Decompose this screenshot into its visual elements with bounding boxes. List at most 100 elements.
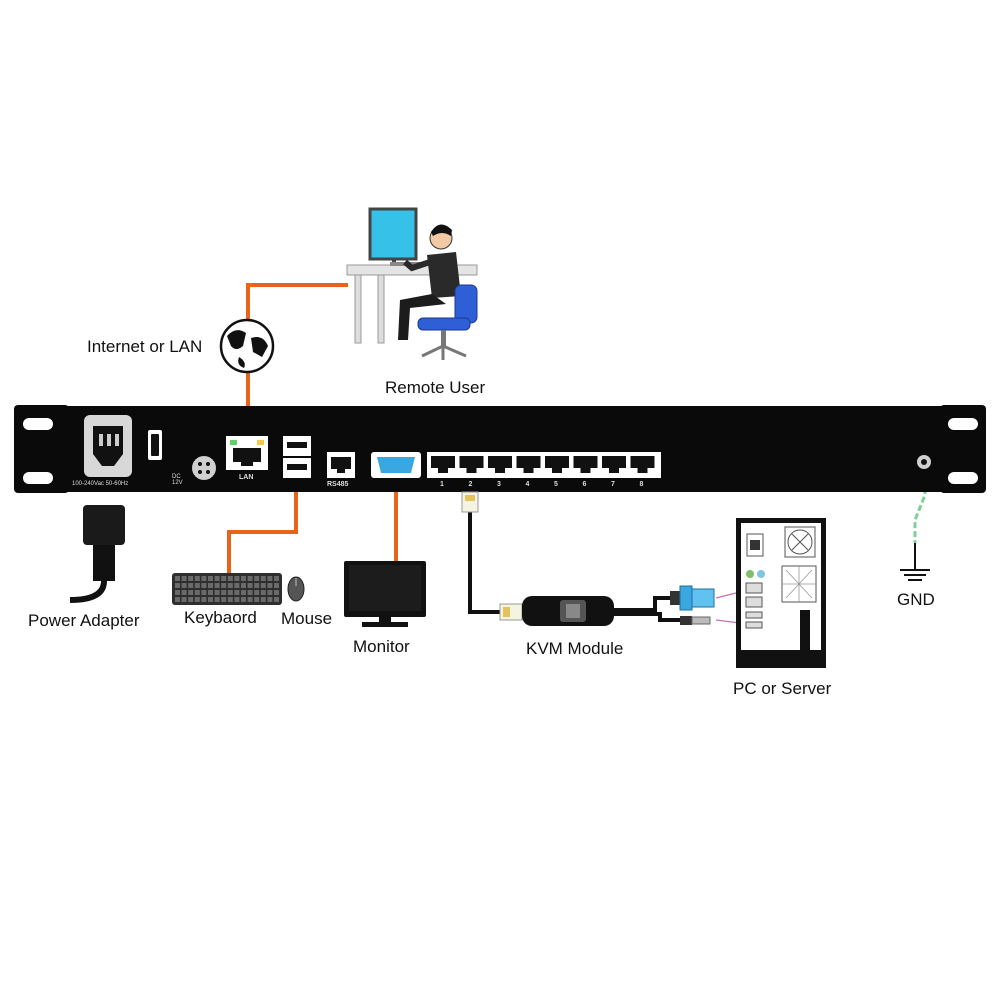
chair-post xyxy=(441,330,446,346)
keyboard-key xyxy=(241,576,246,581)
ac-pin xyxy=(99,434,103,446)
keyboard-key xyxy=(234,576,240,581)
keyboard-key xyxy=(241,597,246,602)
chair-seat xyxy=(417,317,471,331)
keyboard-key xyxy=(241,583,246,588)
keyboard-key xyxy=(227,576,233,581)
mouse-illustration xyxy=(287,576,305,602)
port-number-6: 6 xyxy=(582,481,587,488)
keyboard-key xyxy=(227,583,233,588)
serial-port xyxy=(745,582,763,594)
keyboard-key xyxy=(214,590,220,595)
keyboard-key xyxy=(208,576,213,581)
keyboard-key xyxy=(254,597,260,602)
keyboard-key xyxy=(260,597,266,602)
keyboard-key xyxy=(267,576,273,581)
keyboard-key xyxy=(175,583,180,588)
parallel-port xyxy=(745,596,763,608)
keyboard-key xyxy=(267,590,273,595)
ac-pin xyxy=(107,434,111,446)
keyboard-key xyxy=(247,583,253,588)
keyboard-key xyxy=(214,597,220,602)
dc-label: DC 12V xyxy=(172,474,183,486)
keyboard-key xyxy=(247,590,253,595)
kvm-chassis xyxy=(14,405,986,493)
keyboard-key xyxy=(247,576,253,581)
rj45-ports xyxy=(431,456,655,473)
keyboard-key xyxy=(188,583,194,588)
mouse-label: Mouse xyxy=(281,609,333,628)
rj45-port-4 xyxy=(516,456,541,473)
keyboard-key xyxy=(194,597,200,602)
keyboard-key xyxy=(201,597,207,602)
keyboard-key xyxy=(274,597,279,602)
keyboard-key xyxy=(221,583,227,588)
keyboard-key xyxy=(181,576,187,581)
globe-icon xyxy=(219,318,275,374)
keyboard-key xyxy=(254,590,260,595)
keyboard-key xyxy=(267,583,273,588)
rj45-plug xyxy=(461,491,479,513)
desk-leg xyxy=(377,274,385,344)
port-number-4: 4 xyxy=(525,481,530,488)
chair-base xyxy=(421,344,467,360)
user-hair xyxy=(431,224,452,236)
keyboard-key xyxy=(201,590,207,595)
keyboard-key xyxy=(181,597,187,602)
keyboard-illustration xyxy=(172,573,282,605)
keyboard-key xyxy=(227,597,233,602)
monitor-foot xyxy=(362,622,408,627)
internet-or-lan-label: Internet or LAN xyxy=(87,337,203,356)
rj45-port-7 xyxy=(602,456,626,473)
ac-pin xyxy=(115,434,119,446)
kvm-module xyxy=(522,596,614,626)
vga-connector xyxy=(670,585,715,611)
keyboard-key xyxy=(194,583,200,588)
keyboard-key xyxy=(201,576,207,581)
keyboard-key xyxy=(181,590,187,595)
port-number-5: 5 xyxy=(554,481,558,488)
keyboard-key xyxy=(208,597,213,602)
ps2-port xyxy=(746,570,754,578)
user-torso xyxy=(427,252,461,298)
power-plug-head xyxy=(83,505,125,545)
keyboard-keys xyxy=(175,576,279,602)
monitor-neck xyxy=(379,617,391,623)
expansion-slot xyxy=(800,610,810,656)
lan-port-label: LAN xyxy=(239,474,254,481)
chair-back xyxy=(454,284,478,324)
port-number-1: 1 xyxy=(440,481,444,488)
usb-connector xyxy=(680,616,711,625)
keyboard-key xyxy=(234,590,240,595)
keyboard-key xyxy=(188,576,194,581)
rj45-port-1 xyxy=(431,456,455,473)
port-number-8: 8 xyxy=(639,481,644,488)
rack-hole xyxy=(23,418,53,430)
rj45-port-5 xyxy=(545,456,569,473)
keyboard-key xyxy=(175,597,180,602)
monitor-illustration xyxy=(344,561,426,627)
usb-port-pc xyxy=(745,611,763,619)
ground-icon xyxy=(900,543,930,581)
port-number-7: 7 xyxy=(611,481,615,488)
keyboard-key xyxy=(260,583,266,588)
rack-hole xyxy=(948,418,978,430)
power-rating-label: 100-240Vac 50-60Hz xyxy=(72,481,129,487)
rj45-port-8 xyxy=(630,456,655,473)
chassis-body xyxy=(62,406,944,492)
keyboard-mouse-cable xyxy=(227,487,298,573)
keyboard-key xyxy=(274,583,279,588)
keyboard-key xyxy=(214,583,220,588)
keyboard-key xyxy=(175,576,180,581)
keyboard-key xyxy=(241,590,246,595)
keyboard-key xyxy=(181,583,187,588)
kvm-module-label: KVM Module xyxy=(526,639,624,658)
keyboard-key xyxy=(274,590,279,595)
network-cable xyxy=(468,512,500,614)
keyboard-label: Keybaord xyxy=(184,608,257,627)
power-cord xyxy=(69,580,107,603)
keyboard-key xyxy=(194,576,200,581)
kvm-module-rj45-plug xyxy=(499,603,523,621)
gnd-label: GND xyxy=(897,590,935,609)
